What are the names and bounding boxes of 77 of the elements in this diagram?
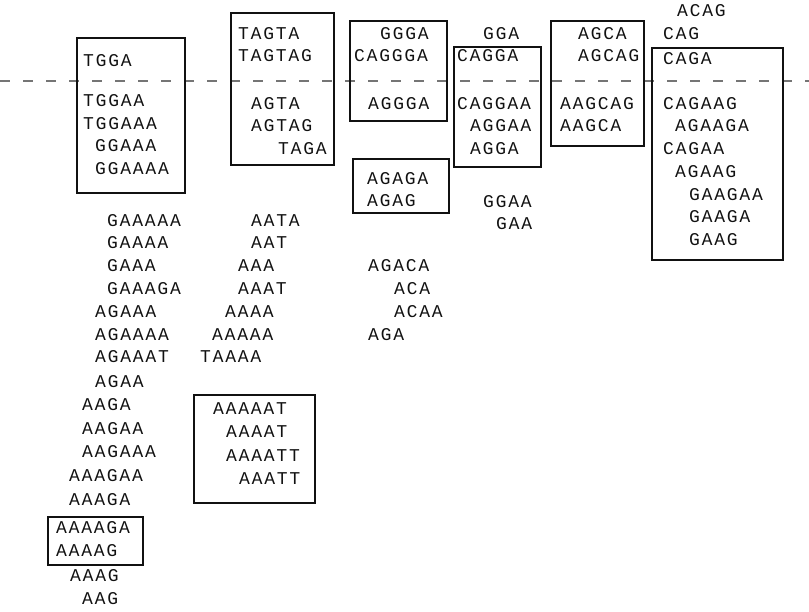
sequence-box bbox=[550, 20, 645, 147]
sequence-text: GAAAAA bbox=[107, 211, 183, 233]
sequence-text: AAA bbox=[238, 256, 276, 278]
sequence-text: CAGGA bbox=[457, 46, 520, 68]
sequence-box bbox=[76, 37, 186, 194]
sequence-text: CAGGAA bbox=[457, 94, 533, 116]
sequence-box bbox=[349, 20, 448, 122]
sequence-text: AAAGAA bbox=[69, 466, 145, 488]
sequence-text: GAAG bbox=[689, 230, 740, 252]
sequence-text: GAAAA bbox=[107, 233, 170, 255]
sequence-box bbox=[453, 46, 542, 168]
sequence-text: AAGAAA bbox=[82, 442, 158, 464]
sequence-text: AGCA bbox=[578, 24, 628, 46]
sequence-text: GAAAGA bbox=[107, 279, 183, 301]
sequence-text: AGTAG bbox=[251, 116, 314, 138]
sequence-text: GGAAAA bbox=[95, 159, 171, 181]
sequence-text: TAGTA bbox=[238, 24, 302, 46]
sequence-text: AAATT bbox=[239, 469, 302, 491]
sequence-text: GAAGAA bbox=[689, 185, 765, 207]
sequence-text: ACAG bbox=[677, 1, 728, 23]
sequence-box bbox=[230, 12, 335, 166]
sequence-text: AGAGA bbox=[367, 169, 430, 191]
sequence-text: GGAAA bbox=[95, 136, 158, 158]
sequence-text: AGTA bbox=[251, 94, 302, 116]
sequence-text: TGGAAA bbox=[83, 114, 159, 136]
sequence-text: CAGA bbox=[663, 49, 714, 71]
sequence-text: AAAAT bbox=[226, 422, 290, 444]
sequence-text: AGAG bbox=[367, 191, 418, 213]
sequence-text: ACA bbox=[394, 279, 432, 301]
sequence-text: GGA bbox=[483, 24, 521, 46]
sequence-text: CAGAA bbox=[663, 139, 726, 161]
sequence-text: TGGAA bbox=[83, 91, 146, 113]
sequence-text: AAAAGA bbox=[56, 518, 132, 540]
sequence-text: TAAAA bbox=[200, 347, 264, 369]
sequence-text: AGGGA bbox=[368, 94, 432, 116]
sequence-text: AAAA bbox=[225, 302, 276, 324]
sequence-text: GGGA bbox=[380, 24, 430, 46]
sequence-box bbox=[651, 47, 784, 261]
sequence-text: AATA bbox=[251, 211, 302, 233]
sequence-text: TAGTAG bbox=[238, 46, 314, 68]
sequence-text: AAT bbox=[251, 233, 289, 255]
sequence-text: AAAT bbox=[238, 279, 288, 301]
sequence-text: CAGGGA bbox=[354, 46, 430, 68]
sequence-text: AGCAG bbox=[578, 46, 642, 68]
sequence-box bbox=[193, 394, 316, 504]
sequence-text: GAA bbox=[496, 214, 534, 236]
sequence-text: AAGCA bbox=[560, 116, 624, 138]
sequence-text: TAGA bbox=[278, 139, 328, 161]
sequence-text: AAAAAT bbox=[213, 399, 289, 421]
sequence-text: AAAAG bbox=[56, 541, 120, 563]
sequence-text: AGAA bbox=[95, 372, 146, 394]
sequence-box bbox=[47, 516, 144, 566]
sequence-text: AAAG bbox=[70, 566, 120, 588]
sequence-text: AGAAAA bbox=[95, 325, 171, 347]
sequence-text: AAGCAG bbox=[560, 94, 636, 116]
sequence-text: CAG bbox=[663, 24, 701, 46]
sequence-text: AAG bbox=[82, 589, 120, 611]
sequence-text: AGACA bbox=[368, 256, 432, 278]
sequence-text: GAAGA bbox=[689, 207, 752, 229]
sequence-text: GGAA bbox=[483, 192, 534, 214]
sequence-text: AGAAA bbox=[95, 302, 158, 324]
sequence-text: AGGA bbox=[470, 139, 520, 161]
sequence-text: AAGAA bbox=[82, 419, 146, 441]
sequence-text: AAAAA bbox=[212, 325, 276, 347]
sequence-text: AGAAG bbox=[675, 162, 738, 184]
sequence-text: ACAA bbox=[394, 302, 444, 324]
sequence-text: AAGA bbox=[82, 395, 132, 417]
sequence-text: AGGAA bbox=[470, 116, 534, 138]
sequence-text: CAGAAG bbox=[663, 94, 739, 116]
sequence-text: AGA bbox=[368, 325, 406, 347]
sequence-text: AGAAAT bbox=[95, 347, 171, 369]
sequence-text: TGGA bbox=[83, 51, 134, 73]
sequence-text: AAAGA bbox=[69, 490, 132, 512]
sequence-text: AGAAGA bbox=[675, 116, 751, 138]
sequence-text: GAAA bbox=[107, 256, 158, 278]
sequence-text: AAAATT bbox=[226, 446, 302, 468]
sequence-box bbox=[352, 158, 450, 214]
